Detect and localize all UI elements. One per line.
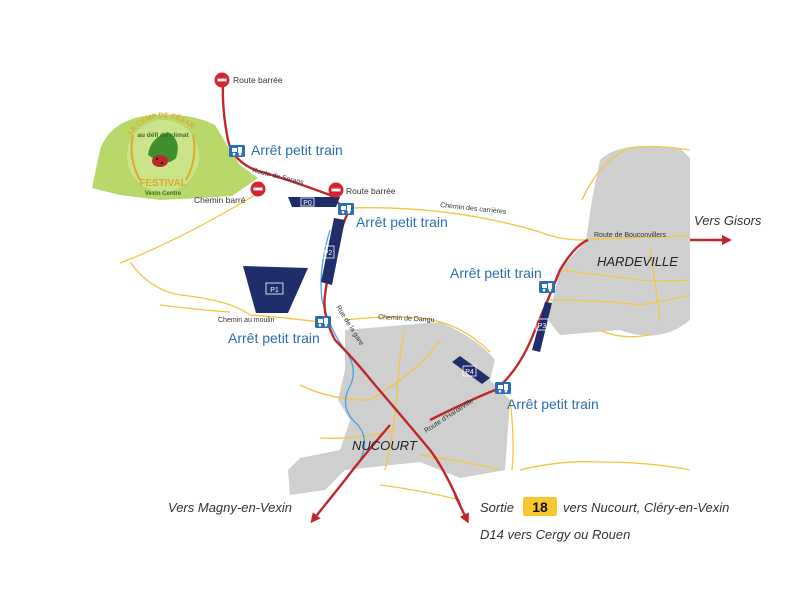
parking-p3-label: P3 [538,323,547,330]
town-nucourt: NUCOURT [352,438,418,453]
stop-3[interactable]: Arrêt petit train [228,316,331,346]
stop-1[interactable]: Arrêt petit train [229,142,343,158]
closure-north-label: Route barrée [233,75,283,85]
no-entry-icon [328,182,344,198]
stop-2-label: Arrêt petit train [356,214,448,230]
dest-magny: Vers Magny-en-Vexin [168,500,292,515]
dest-sortie-prefix: Sortie [480,500,514,515]
town-hardeville: HARDEVILLE [597,254,678,269]
ladybug-icon [152,155,168,167]
stop-1-label: Arrêt petit train [251,142,343,158]
road-moulin: Chemin au moulin [218,317,275,324]
festival-line2: FESTIVAL [139,178,187,189]
stop-2[interactable]: Arrêt petit train [338,203,448,230]
stop-4-label: Arrêt petit train [450,265,542,281]
no-entry-icon [250,181,266,197]
stop-5-label: Arrêt petit train [507,396,599,412]
road-bouconvillers: Route de Bouconvillers [594,232,666,239]
parking-p2: P2 [321,218,345,285]
hardeville-area [548,145,690,336]
train-icon [315,316,331,328]
dest-gisors: Vers Gisors [694,213,762,228]
leaf-icon [148,132,178,163]
exit-badge: 18 [523,497,557,516]
parking-p3: P3 [532,302,552,352]
train-icon [539,281,555,293]
parking-p1: P1 [243,266,308,313]
road-carrieres: Chemin des carrières [440,202,507,216]
parking-p2-label: P2 [324,250,333,257]
train-icon [229,145,245,157]
stop-4[interactable]: Arrêt petit train [450,265,555,293]
nucourt-area [288,322,510,495]
minor-roads [119,146,691,501]
parking-p4-label: P4 [465,369,474,376]
road-dangu: Chemin de Dangu [378,314,435,324]
arrow-d14 [453,494,469,524]
closure-chemin: Chemin barré [194,181,266,205]
exit-number: 18 [532,499,548,515]
train-icon [338,203,354,215]
stop-5[interactable]: Arrêt petit train [495,382,599,412]
closure-middle-label: Route barrée [346,186,396,196]
parking-p4: P4 [452,356,490,384]
no-entry-icon [214,72,230,88]
parking-p0-label: P0 [303,200,312,207]
festival-logo: LE CAMP DE CÉSAR au défi du climat FESTI… [127,112,199,197]
closure-middle: Route barrée [328,182,396,198]
dest-sortie-suffix: vers Nucourt, Cléry-en-Vexin [563,500,729,515]
stop-3-label: Arrêt petit train [228,330,320,346]
closure-chemin-label: Chemin barré [194,195,246,205]
train-icon [495,382,511,394]
river [320,229,366,461]
arrow-magny [310,479,346,524]
festival-line1: au défi du climat [137,132,189,139]
closure-north: Route barrée [214,72,283,88]
dest-d14: D14 vers Cergy ou Rouen [480,527,630,542]
parking-p0: P0 [288,197,340,207]
parking-p1-label: P1 [270,287,279,294]
festival-line3: Vexin Centre [145,191,182,197]
